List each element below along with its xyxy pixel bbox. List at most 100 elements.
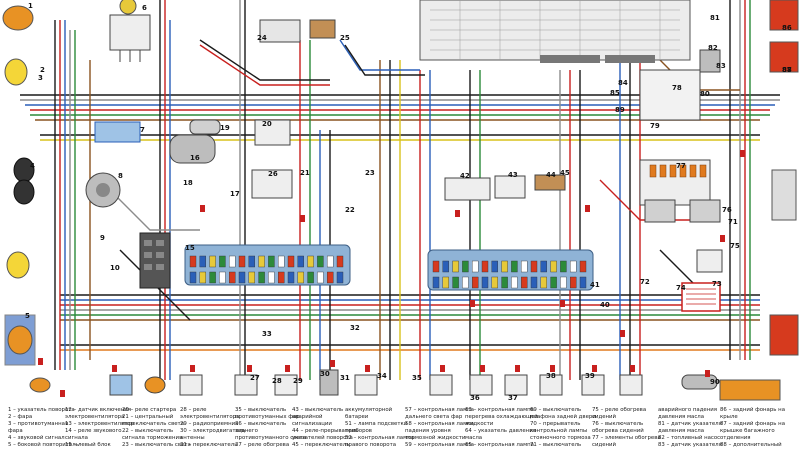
legend-line: 28 – реле (180, 407, 207, 413)
fuse (481, 260, 489, 273)
fuse (550, 276, 557, 289)
front-left-lights (2, 5, 51, 393)
component-number-82: 82 (708, 44, 718, 52)
legend-line: приборов (345, 428, 372, 434)
legend-line: электровентилятора (180, 414, 240, 420)
fuse (472, 276, 479, 289)
legend-line: сигнала торможения (122, 435, 183, 441)
component-number-5: 5 (25, 312, 30, 320)
ignition-switch (259, 19, 336, 43)
legend-line: 37 – реле обогрева (235, 442, 290, 448)
fuse (278, 271, 285, 284)
component-number-40: 40 (600, 301, 610, 309)
component-number-44: 44 (546, 171, 556, 179)
fuse (501, 276, 508, 289)
legend-line: 52 – контрольная лампа (345, 435, 414, 441)
legend-line: обогрева сидений (592, 428, 644, 434)
legend-line: 71 – выключатель (530, 442, 582, 448)
fuse (570, 276, 577, 289)
diagram-canvas: 1234567891015161718192021222324252627282… (2, 0, 799, 402)
legend-line: 88 – дополнительный (720, 442, 782, 448)
legend-line: крышке багажного (720, 428, 775, 434)
legend-line: 12 – датчик включения (65, 407, 131, 413)
component-number-22: 22 (345, 206, 355, 214)
legend-line: крыле (720, 414, 738, 420)
fuse (491, 260, 498, 273)
legend-line: аварийного падения (658, 407, 718, 413)
component-number-73: 73 (712, 280, 722, 288)
component-number-8: 8 (118, 172, 123, 180)
fuse (307, 255, 314, 268)
ground-marker (300, 215, 305, 222)
component-number-28: 28 (272, 377, 282, 385)
component-number-86: 86 (782, 24, 792, 32)
component-number-84: 84 (618, 79, 628, 87)
fuse (540, 260, 547, 273)
fuse (317, 255, 324, 268)
fuse (481, 276, 489, 289)
fuse (228, 255, 236, 268)
legend-line: 58 – контрольная лампа (405, 421, 474, 427)
legend-line: 75 – реле обогрева (592, 407, 647, 413)
component-number-23: 23 (365, 169, 375, 177)
fuse (189, 255, 197, 268)
legend-line: 82 – топливный насос (658, 435, 721, 441)
ground-marker (247, 365, 252, 372)
component-number-15: 15 (185, 244, 195, 252)
legend-line: 29 – радиоприемник (180, 421, 239, 427)
fuse (248, 255, 256, 268)
legend-line: жидкости (465, 421, 494, 427)
component-number-77: 77 (676, 162, 686, 170)
component-number-34: 34 (377, 372, 387, 380)
ground-marker (190, 365, 195, 372)
relay-block (94, 119, 723, 273)
ground-marker (440, 365, 445, 372)
legend-line: 23 – выключатель света (122, 442, 191, 448)
ground-marker (455, 210, 460, 217)
component-number-72: 72 (640, 278, 650, 286)
legend-line: 31 – переключатель (180, 442, 238, 448)
fuse (219, 255, 226, 268)
legend-line: 57 – контрольная лампа (405, 407, 474, 413)
legend-line: давления масла (658, 414, 705, 420)
battery (139, 232, 171, 289)
legend-line: указателей поворота (292, 435, 353, 441)
fuse (550, 260, 557, 273)
fuse (521, 260, 528, 273)
fuse (238, 271, 246, 284)
component-number-26: 26 (268, 170, 278, 178)
component-number-18: 18 (183, 179, 193, 187)
ground-marker (112, 365, 117, 372)
ground-marker (515, 365, 520, 372)
component-number-9: 9 (100, 234, 105, 242)
legend-line: 1 – указатель поворота (8, 407, 75, 413)
component-number-37: 37 (508, 394, 518, 402)
component-number-31: 31 (340, 374, 350, 382)
component-number-1: 1 (28, 2, 33, 10)
bottom-connectors (109, 369, 643, 396)
legend-line: 36 – выключатель (235, 421, 287, 427)
ground-marker (560, 300, 565, 307)
fuse (432, 260, 440, 273)
component-number-89: 89 (615, 106, 625, 114)
fuse (209, 255, 216, 268)
component-number-7: 7 (140, 126, 145, 134)
fuse (268, 255, 275, 268)
alternator (85, 172, 121, 208)
fuse (501, 260, 508, 273)
legend-line: 22 – выключатель (122, 428, 174, 434)
legend-line: противотуманного света (235, 435, 307, 441)
fuse (278, 255, 285, 268)
fuse (432, 276, 440, 289)
horn (119, 0, 137, 15)
component-number-76: 76 (722, 206, 732, 214)
component-number-4: 4 (30, 162, 35, 170)
ground-marker (720, 235, 725, 242)
legend-line: 86 – задний фонарь на (720, 407, 785, 413)
component-number-83: 83 (716, 62, 726, 70)
fuse (336, 255, 344, 268)
